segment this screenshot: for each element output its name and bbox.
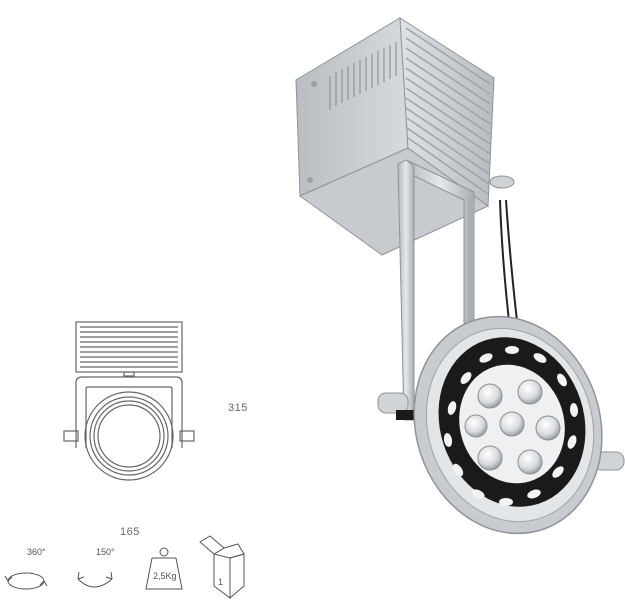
spec-rotation-vertical: 150° [72,545,132,600]
rotate-360-icon [4,572,48,590]
spec-package: 1 [198,534,248,604]
package-qty-label: 1 [218,577,224,587]
spec-weight: 2,5Kg [144,541,194,601]
width-dimension: 165 [120,526,140,538]
weight-icon [145,547,183,590]
weight-label: 2,5Kg [153,571,177,581]
box-icon [199,535,245,599]
rotation-vertical-label: 150° [96,547,115,557]
rotation-horizontal-label: 360° [27,547,46,557]
height-dimension: 315 [228,402,248,414]
spec-rotation-horizontal: 360° [4,545,64,600]
rotate-150-icon [77,571,113,588]
technical-drawing [63,321,195,481]
product-photo [295,17,625,535]
